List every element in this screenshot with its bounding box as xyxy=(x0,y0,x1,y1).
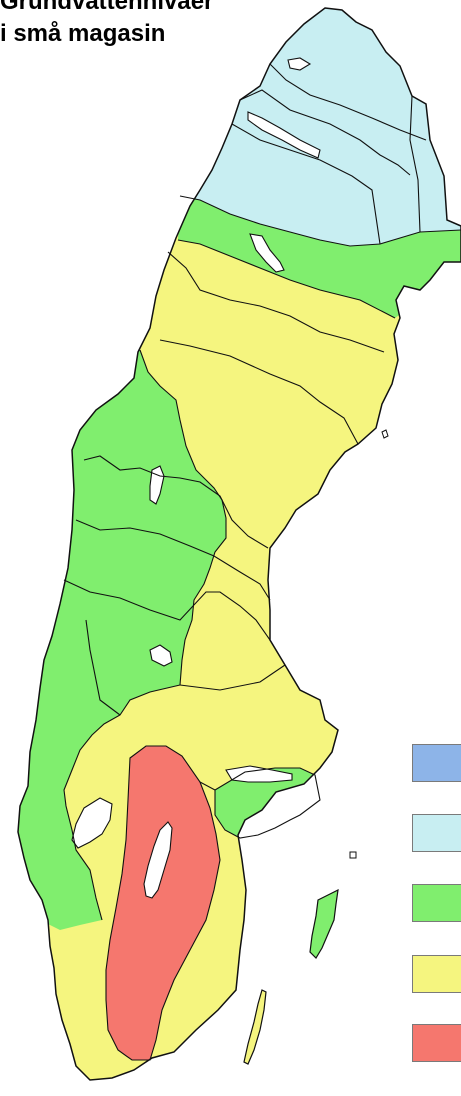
map-title-line-2: i små magasin xyxy=(0,20,166,47)
oland-island xyxy=(243,989,267,1065)
legend-swatch xyxy=(412,814,461,852)
gotland-island xyxy=(309,888,339,959)
legend-swatch xyxy=(412,1024,461,1062)
legend-swatch xyxy=(412,744,461,782)
legend-swatch xyxy=(412,884,461,922)
small-island xyxy=(381,429,389,439)
legend-swatch xyxy=(412,955,461,993)
small-island xyxy=(349,851,357,859)
map-title-line-1: Grundvattennivåer xyxy=(0,0,214,15)
